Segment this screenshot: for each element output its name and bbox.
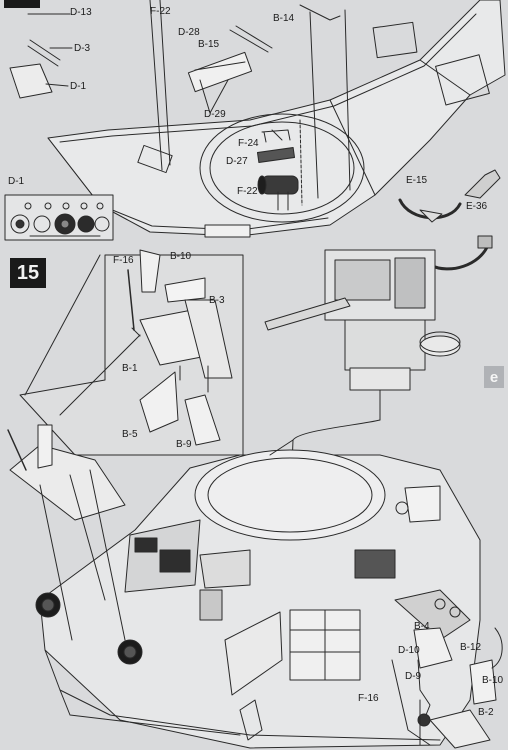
- label-f22-mid: F-22: [237, 186, 258, 197]
- label-d29: D-29: [204, 109, 226, 120]
- main-hull-drawing: [39, 449, 481, 749]
- label-d10: D-10: [398, 645, 420, 656]
- label-e15: E-15: [406, 175, 428, 186]
- label-b10: B-10: [170, 251, 192, 262]
- previous-step-badge: [4, 0, 40, 8]
- step-number-badge: 15: [10, 258, 46, 288]
- page-edge-mark: e: [484, 366, 504, 388]
- label-f22-top: F-22: [150, 6, 171, 17]
- label-d27: D-27: [226, 156, 248, 167]
- d1-inset-parts: [4, 194, 114, 241]
- label-b2: B-2: [478, 707, 494, 718]
- label-b9: B-9: [176, 439, 192, 450]
- label-b3: B-3: [209, 295, 225, 306]
- label-d28: D-28: [178, 27, 200, 38]
- label-f24: F-24: [238, 138, 259, 149]
- label-d3: D-3: [74, 43, 91, 54]
- label-b12: B-12: [460, 642, 482, 653]
- label-b4: B-4: [414, 621, 430, 632]
- headlights: [35, 592, 143, 665]
- e-parts-detail: [398, 169, 501, 271]
- label-f16: F-16: [113, 255, 134, 266]
- label-f16-right: F-16: [358, 693, 379, 704]
- label-b1: B-1: [122, 363, 138, 374]
- label-e36: E-36: [466, 201, 488, 212]
- callout-box: [19, 249, 244, 456]
- lower-right-parts: [239, 627, 503, 749]
- label-b15: B-15: [198, 39, 220, 50]
- gun-mount-drawing: [264, 249, 461, 521]
- label-b10-right: B-10: [482, 675, 504, 686]
- label-d1: D-1: [70, 81, 87, 92]
- label-d13: D-13: [70, 7, 92, 18]
- label-b5: B-5: [122, 429, 138, 440]
- label-b14: B-14: [273, 13, 295, 24]
- label-d1-inset: D-1: [8, 176, 25, 187]
- label-d9: D-9: [405, 671, 422, 682]
- upper-hull-drawing: [9, 0, 506, 238]
- callout-leaders: [24, 254, 294, 456]
- front-plate-assembly: [7, 424, 126, 641]
